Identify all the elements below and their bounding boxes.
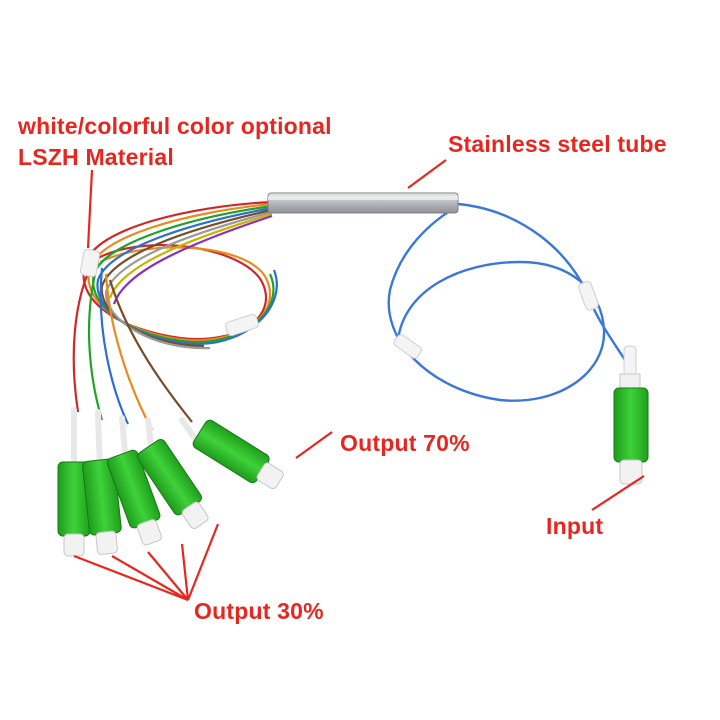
blue-fiber-sleeves [393,281,637,377]
annotation-lines [73,159,645,602]
connector-2 [82,458,122,555]
material-pointer [86,169,94,249]
connector-3 [106,449,162,546]
output30-pointer-1 [73,554,189,602]
output30-pointer-3 [147,551,189,601]
output30-pointer-2 [111,555,189,601]
connector-5 [192,419,284,490]
fiber-sleeves [79,248,259,337]
output30-pointer-5 [186,523,220,601]
input-label: Input [546,513,604,539]
stainless-steel-tube [267,192,459,214]
tube-label: Stainless steel tube [448,131,667,157]
input-pointer [591,475,645,511]
output-connectors [57,419,284,557]
blue-input-fiber [387,202,638,402]
tube-pointer [407,159,447,189]
input-connector [613,373,649,485]
material-label-line2: LSZH Material [18,144,174,170]
output-70-label: Output 70% [340,430,470,456]
colored-fiber-bundle [72,200,278,431]
connector-1 [57,461,91,557]
output30-pointer-4 [180,543,190,601]
output70-pointer [295,431,333,459]
output-30-label: Output 30% [194,598,324,624]
connector-4 [136,438,209,529]
material-label-line1: white/colorful color optional [18,113,332,139]
